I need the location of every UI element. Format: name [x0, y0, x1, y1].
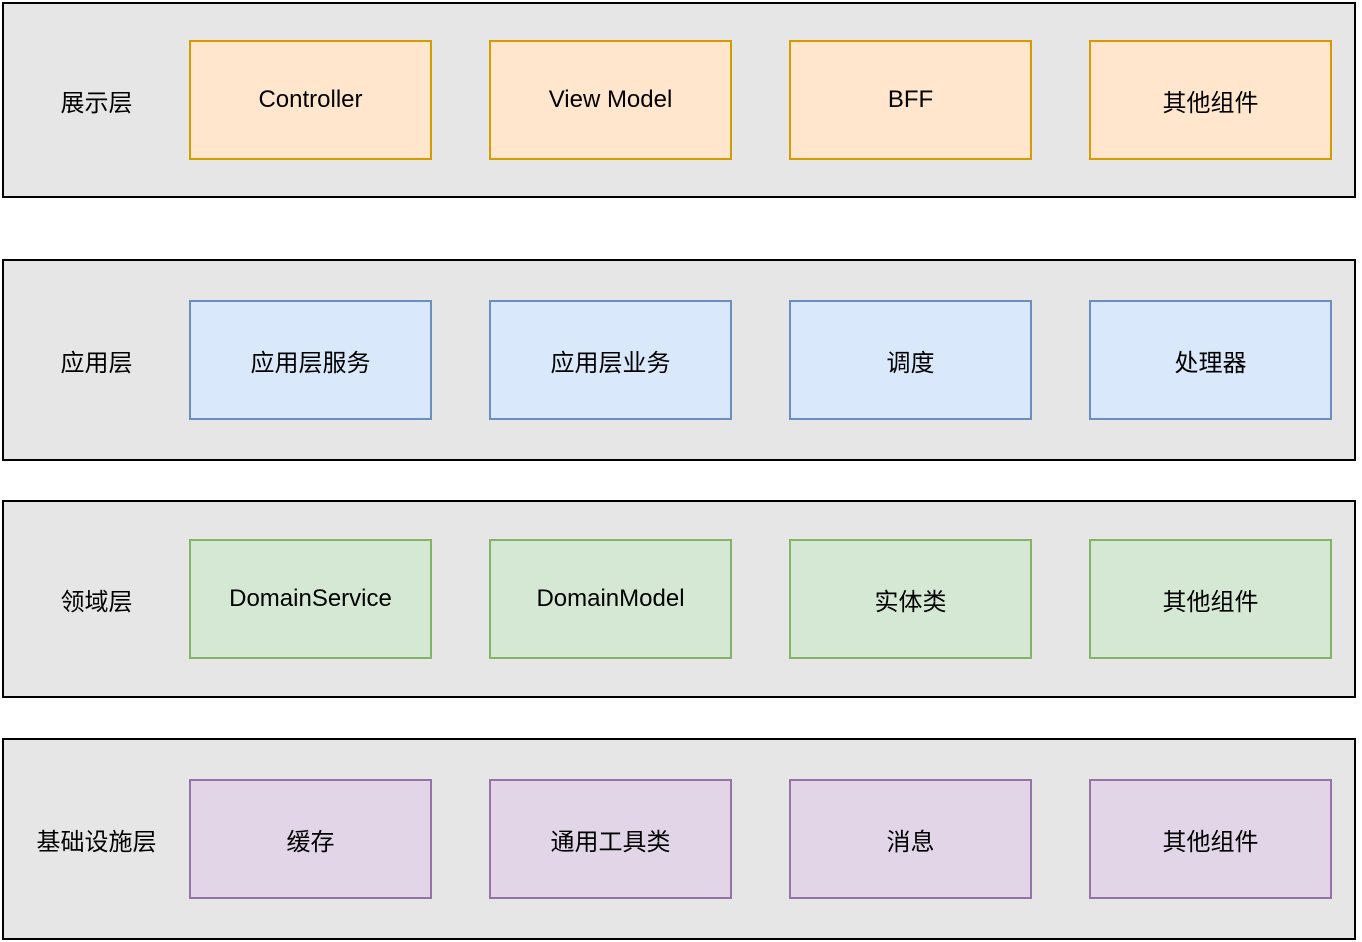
component-box-app-service: 应用层服务	[189, 300, 432, 420]
component-box-app-business: 应用层业务	[489, 300, 732, 420]
component-box-bff: BFF	[789, 40, 1032, 160]
component-box-processor: 处理器	[1089, 300, 1332, 420]
component-box-domain-service: DomainService	[189, 539, 432, 659]
component-box-label: 其他组件	[1162, 588, 1259, 616]
component-box-label: DomainModel	[536, 585, 685, 612]
component-box-view-model: View Model	[489, 40, 732, 160]
component-box-domain-other: 其他组件	[1089, 539, 1332, 659]
component-box-label: 其他组件	[1162, 828, 1259, 856]
layer-label-infrastructure: 基础设施层	[36, 828, 157, 856]
component-box-infra-other: 其他组件	[1089, 779, 1332, 899]
layer-band-infrastructure: 基础设施层 缓存 通用工具类 消息 其他组件	[2, 738, 1356, 940]
layer-label-presentation: 展示层	[60, 89, 133, 117]
component-box-label: 消息	[886, 828, 935, 856]
component-box-label: 应用层业务	[550, 349, 671, 377]
component-box-label: 通用工具类	[550, 828, 671, 856]
component-box-label: 缓存	[286, 828, 335, 856]
component-box-presentation-other: 其他组件	[1089, 40, 1332, 160]
component-box-controller: Controller	[189, 40, 432, 160]
layer-band-presentation: 展示层 Controller View Model BFF 其他组件	[2, 2, 1356, 198]
component-box-label: View Model	[548, 86, 673, 113]
component-box-label: 实体类	[874, 588, 947, 616]
component-box-message: 消息	[789, 779, 1032, 899]
component-box-scheduler: 调度	[789, 300, 1032, 420]
layer-band-domain: 领域层 DomainService DomainModel 实体类 其他组件	[2, 500, 1356, 698]
component-box-label: 处理器	[1174, 349, 1247, 377]
component-box-label: Controller	[258, 86, 363, 113]
component-box-cache: 缓存	[189, 779, 432, 899]
layer-label-application: 应用层	[60, 349, 133, 377]
layer-label-domain: 领域层	[60, 588, 133, 616]
component-box-entity: 实体类	[789, 539, 1032, 659]
component-box-label: 应用层服务	[250, 349, 371, 377]
component-box-label: DomainService	[229, 585, 392, 612]
layer-band-application: 应用层 应用层服务 应用层业务 调度 处理器	[2, 259, 1356, 461]
component-box-label: BFF	[887, 86, 934, 113]
component-box-label: 调度	[886, 349, 935, 377]
component-box-domain-model: DomainModel	[489, 539, 732, 659]
component-box-label: 其他组件	[1162, 89, 1259, 117]
component-box-utils: 通用工具类	[489, 779, 732, 899]
